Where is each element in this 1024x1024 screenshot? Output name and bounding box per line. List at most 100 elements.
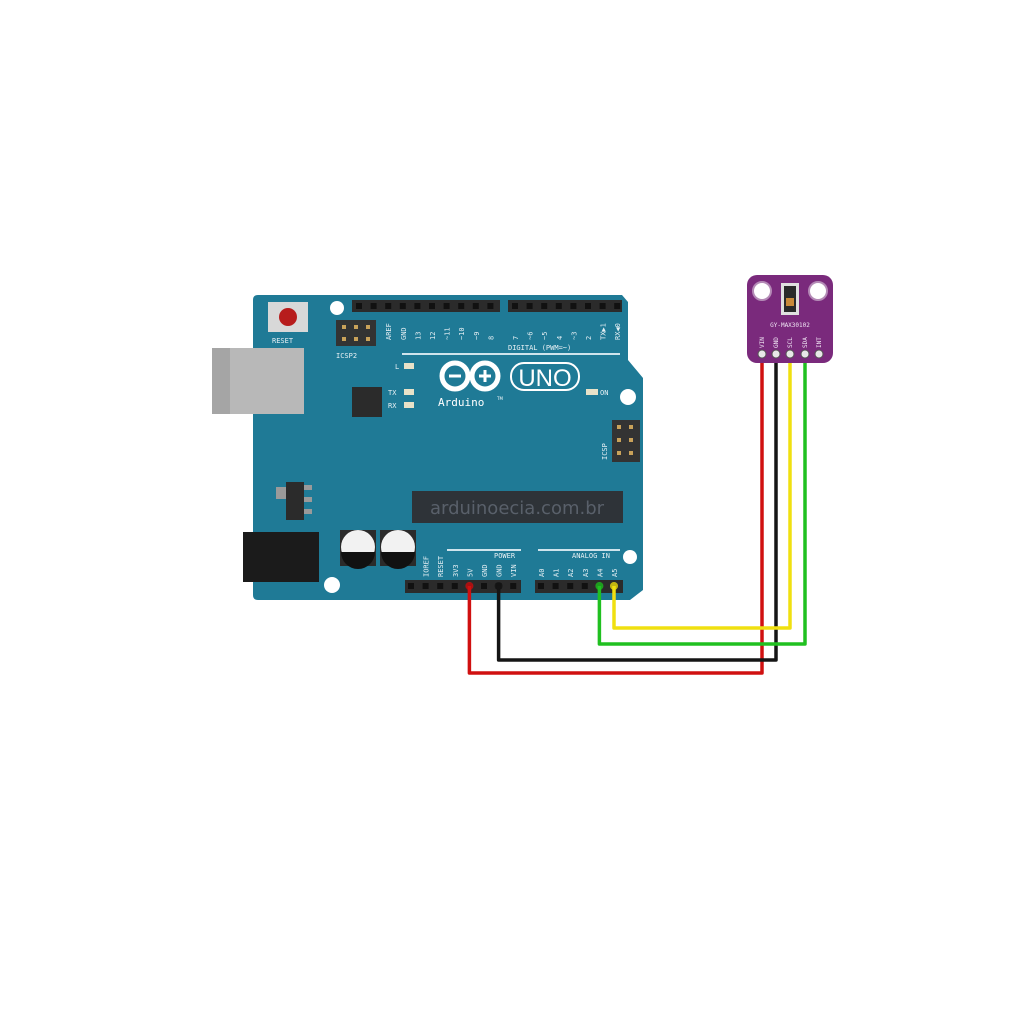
sensor-pin-sda[interactable] xyxy=(800,349,810,359)
sensor-pin-int[interactable] xyxy=(814,349,824,359)
sensor-pin-scl[interactable] xyxy=(785,349,795,359)
pin-label: AREF xyxy=(385,323,393,340)
header-pin[interactable] xyxy=(429,303,435,309)
pin-label: ~9 xyxy=(473,332,481,340)
sensor-name: GY-MAX30102 xyxy=(770,322,810,329)
wire-end xyxy=(610,582,618,590)
pin-label: 5V xyxy=(466,568,474,577)
pin-label: 12 xyxy=(429,332,437,340)
arduino-logo xyxy=(439,360,501,392)
mounting-hole xyxy=(620,389,636,405)
pin-label: GND xyxy=(496,564,504,577)
microcontroller-chip xyxy=(412,491,623,523)
icsp-label: ICSP xyxy=(601,443,609,460)
led-on xyxy=(586,389,598,395)
pin-label: 8 xyxy=(487,336,495,340)
header-pin[interactable] xyxy=(408,583,414,589)
header-pin[interactable] xyxy=(567,583,574,589)
pin-label: 7 xyxy=(512,336,520,340)
board-pcb xyxy=(253,295,643,600)
led-l-label: L xyxy=(395,363,399,371)
reset-button-cap[interactable] xyxy=(279,308,297,326)
pin-label: GND xyxy=(481,564,489,577)
wire-end xyxy=(465,582,474,590)
header-pin[interactable] xyxy=(481,583,487,589)
pin-label: ~5 xyxy=(541,332,549,340)
header-pin[interactable] xyxy=(451,583,458,589)
led-tx-label: TX xyxy=(388,389,397,397)
mounting-hole xyxy=(324,577,340,593)
header-pin[interactable] xyxy=(510,583,517,589)
sensor-pin-vin[interactable] xyxy=(757,349,767,359)
pin-label: VIN xyxy=(510,564,518,577)
pin-label: INT xyxy=(816,337,823,348)
header-pin[interactable] xyxy=(614,303,621,309)
power-label: POWER xyxy=(494,552,516,560)
capacitor xyxy=(380,530,416,569)
led-l xyxy=(404,363,414,369)
header-pin[interactable] xyxy=(599,303,606,309)
capacitor xyxy=(340,530,376,569)
pin-label: 2 xyxy=(585,336,593,340)
header-pin[interactable] xyxy=(538,583,544,589)
header-pin[interactable] xyxy=(487,303,494,309)
header-pin[interactable] xyxy=(570,303,577,309)
mounting-hole xyxy=(330,301,344,315)
header-pin[interactable] xyxy=(555,303,562,309)
icsp-header xyxy=(612,420,640,462)
analog-label: ANALOG IN xyxy=(572,552,610,560)
pin-label: A4 xyxy=(596,569,604,577)
pin-label: A5 xyxy=(611,569,619,577)
pin-label: A2 xyxy=(567,569,575,577)
regulator-tab xyxy=(276,487,286,499)
digital-label: DIGITAL (PWM=~) xyxy=(508,344,571,352)
uno-badge xyxy=(510,362,580,391)
header-pin[interactable] xyxy=(512,303,518,309)
sensor-pin-gnd[interactable] xyxy=(771,349,781,359)
power-header xyxy=(405,580,521,593)
header-pin[interactable] xyxy=(385,303,392,309)
pin-label: ~10 xyxy=(458,327,466,340)
pin-label: GND xyxy=(773,337,780,348)
analog-header xyxy=(535,580,623,593)
header-pin[interactable] xyxy=(414,303,421,309)
header-pin[interactable] xyxy=(585,303,591,309)
icsp2-header xyxy=(336,320,376,346)
header-pin[interactable] xyxy=(422,583,429,589)
header-pin[interactable] xyxy=(526,303,533,309)
led-on-label: ON xyxy=(600,389,608,397)
pin-label: TX▶1 xyxy=(600,323,608,340)
brand-label: Arduino xyxy=(438,396,484,409)
header-pin[interactable] xyxy=(541,303,548,309)
pin-label: 4 xyxy=(556,336,564,340)
pin-label: ~11 xyxy=(444,327,452,340)
wire-scl-to-a5 xyxy=(612,354,792,630)
header-pin[interactable] xyxy=(437,583,444,589)
wire-gnd-to-gnd xyxy=(496,354,778,662)
pin-label: RX◀0 xyxy=(614,323,622,340)
header-pin[interactable] xyxy=(458,303,465,309)
header-pin[interactable] xyxy=(399,303,406,309)
trademark: TM xyxy=(496,396,503,401)
header-pin[interactable] xyxy=(552,583,559,589)
voltage-regulator xyxy=(286,482,304,520)
pin-label: RESET xyxy=(437,555,445,577)
header-pin[interactable] xyxy=(581,583,588,589)
pin-label: A0 xyxy=(538,569,546,577)
pin-label: ~6 xyxy=(527,332,535,340)
wire-sda-to-a4 xyxy=(597,354,807,646)
pin-label: SDA xyxy=(802,337,809,348)
digital-header-right xyxy=(508,300,622,312)
mounting-hole xyxy=(752,281,772,301)
header-pin[interactable] xyxy=(443,303,450,309)
header-pin[interactable] xyxy=(356,303,362,309)
usb-connector-edge xyxy=(212,348,230,414)
reset-label: RESET xyxy=(272,337,294,345)
wire-vin-to-5v xyxy=(467,354,764,675)
pin-label: A3 xyxy=(582,569,590,577)
header-pin[interactable] xyxy=(472,303,479,309)
wire-end xyxy=(494,582,503,590)
header-pin[interactable] xyxy=(370,303,377,309)
